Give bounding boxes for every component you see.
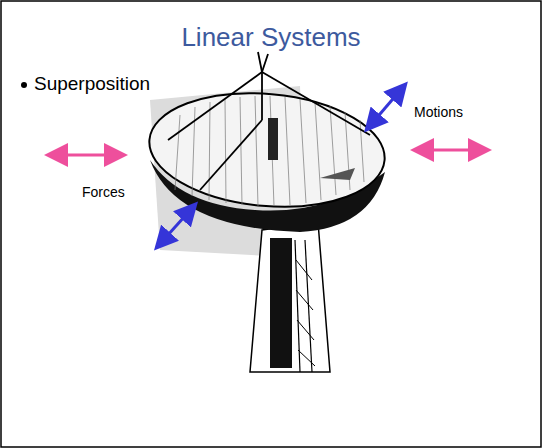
dish-pedestal bbox=[250, 222, 330, 372]
bullet-dot bbox=[21, 82, 27, 88]
force-arrow bbox=[50, 154, 122, 157]
motions-label: Motions bbox=[414, 104, 463, 120]
forces-label: Forces bbox=[82, 184, 125, 200]
motion-arrow bbox=[416, 149, 486, 152]
motion-arrow bbox=[368, 86, 404, 128]
force-arrow bbox=[158, 206, 194, 246]
dish-face bbox=[145, 52, 390, 216]
slide-title: Linear Systems bbox=[181, 22, 360, 53]
bullet-text: Superposition bbox=[34, 73, 150, 95]
